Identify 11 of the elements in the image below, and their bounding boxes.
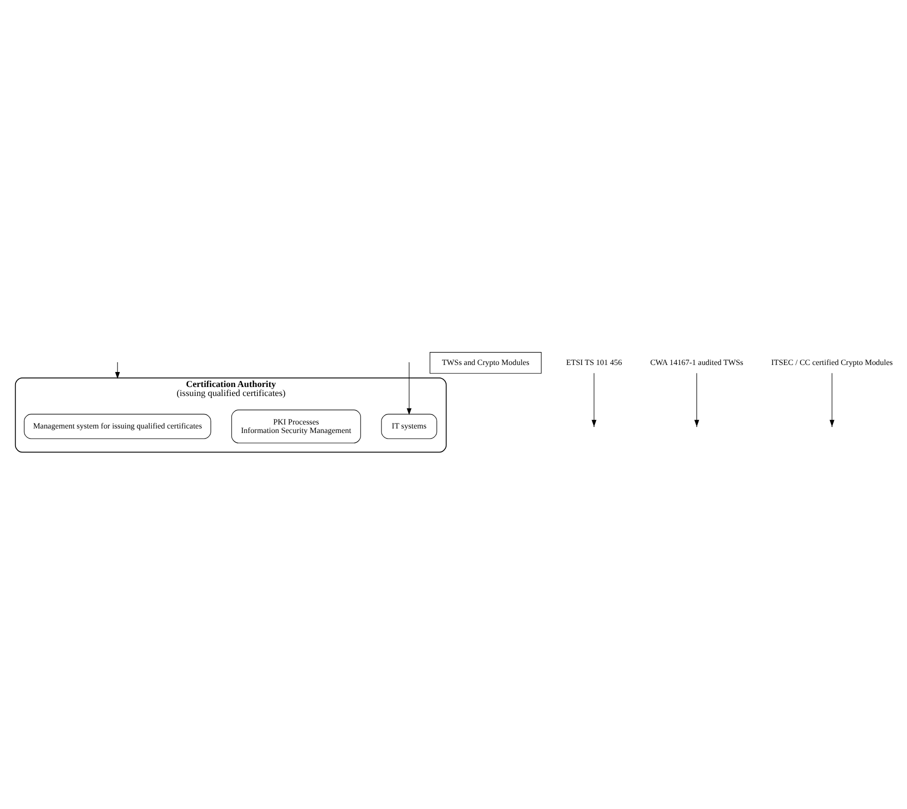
node-box: IT systems [381, 414, 438, 440]
arrow [406, 363, 412, 416]
node-text: ITSEC / CC certified Crypto Modules [771, 358, 893, 367]
arrow [830, 372, 834, 427]
node-box: PKI Processes Information Security Management [231, 410, 361, 444]
node-box: TWSs and Crypto Modules [430, 352, 542, 374]
node-box: Management system for issuing qualified certificates [24, 414, 212, 440]
arrow [115, 363, 120, 379]
node-text: ETSI TS 101 456 [566, 358, 622, 367]
arrow [592, 372, 596, 427]
node-text: CWA 14167-1 audited TWSs [650, 358, 744, 367]
